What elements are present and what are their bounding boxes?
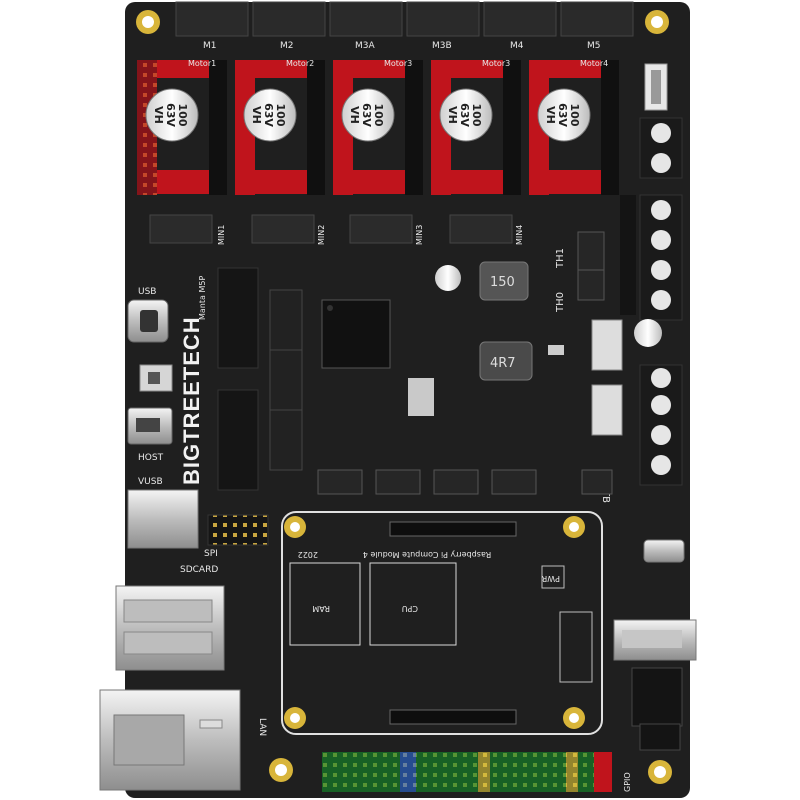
ram-label: RAM [312,604,330,613]
th1-label: TH1 [555,248,566,269]
capacitors: 100 63V VH 100 63V VH 100 63V VH 10 [145,88,591,142]
motor-conn-label-5: M4 [510,41,524,51]
cap-1-voltage: 63V [164,103,177,127]
cpu-label: CPU [402,604,418,613]
cap-3-series: VH [348,106,361,124]
cap-1-series: VH [152,106,165,124]
cm4-title: Raspberry Pi Compute Module 4 [363,550,491,559]
motor-conn-label-6: M5 [587,41,601,51]
inductor-150: 150 [490,275,515,290]
spi-label: SPI [204,549,218,559]
mounting-holes [136,10,672,784]
motor-label-2: Motor2 [286,59,314,68]
pin-headers [207,267,303,546]
motor-label-3: Motor3 [384,59,412,68]
sdcard-label: SDCARD [180,565,218,575]
th0-label: TH0 [555,292,566,313]
cap-5-voltage: 63V [556,103,569,127]
motor-conn-label-4: M3B [432,41,452,51]
cap-4-voltage: 63V [458,103,471,127]
motor-connectors-top [175,1,634,37]
motor-label-1: Motor1 [188,59,216,68]
motor-label-5: Motor4 [580,59,608,68]
pwr-label: PWR [541,574,560,583]
cap-1-value: 100 [176,104,189,127]
fan-headers [317,469,613,495]
endstop-connectors [149,214,513,244]
motor-conn-label-2: M2 [280,41,294,51]
model-label: Manta M5P [198,276,207,320]
endstop-label-3: MIN3 [415,225,424,245]
cap-5-series: VH [544,106,557,124]
cap-2-series: VH [250,106,263,124]
mcu-chip [321,299,391,369]
motor-label-4: Motor3 [482,59,510,68]
pcb [125,2,690,798]
inductor-4r7: 4R7 [490,356,516,371]
smd-parts [408,195,662,436]
endstop-label-1: MIN1 [217,225,226,245]
gpio-label: GPIO [623,772,632,792]
right-ports [613,539,697,751]
terminal-blocks [639,63,683,486]
cap-3-voltage: 63V [360,103,373,127]
cap-2-value: 100 [274,104,287,127]
cm4-year: 2022 [298,550,318,559]
vusb-label: VUSB [138,477,163,487]
cap-4-series: VH [446,106,459,124]
motor-conn-label-3: M3A [355,41,375,51]
motor-conn-label-1: M1 [203,41,217,51]
tb-label: TB [600,489,611,503]
inductors [479,261,533,381]
brand-logo: BIGTREETECH [179,316,204,485]
endstop-label-4: MIN4 [515,225,524,245]
lan-label: LAN [257,718,267,736]
usb-label: USB [138,287,156,297]
cap-5-value: 100 [568,104,581,127]
cap-4-value: 100 [470,104,483,127]
left-ports [99,299,241,791]
cap-3-value: 100 [372,104,385,127]
host-label: HOST [138,453,164,463]
gpio-header [322,752,612,792]
driver-sockets [137,60,619,195]
endstop-label-2: MIN2 [317,225,326,245]
cm4-area [281,511,603,735]
cap-2-voltage: 63V [262,103,275,127]
